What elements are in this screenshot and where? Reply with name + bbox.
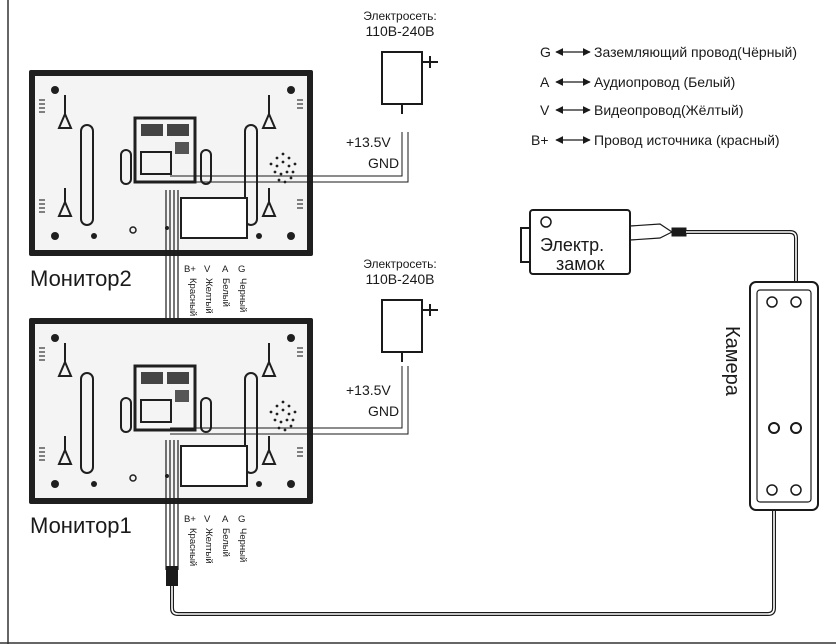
- monitor-1-wire-red: Красный: [187, 528, 198, 566]
- legend-desc-g: Заземляющий провод(Чёрный): [594, 44, 797, 60]
- power-adapter-top: [381, 51, 439, 115]
- power-wires-top: [170, 132, 409, 183]
- monitor-2-pin-v: V: [204, 264, 211, 275]
- monitor-1-pin-v: V: [204, 514, 211, 525]
- monitor-2-pin-labels: B+ V A G: [184, 264, 245, 275]
- cable-bundle: [165, 190, 179, 570]
- monitor-2-pin-bplus: B+: [184, 264, 196, 275]
- monitor-2-wire-red: Красный: [187, 278, 198, 316]
- legend-desc-bplus: Провод источника (красный): [594, 132, 780, 148]
- monitor-2-wire-black: Черный: [237, 278, 248, 312]
- lock-cable: [629, 223, 798, 428]
- monitor-1-wire-white: Белый: [220, 528, 231, 557]
- adapter-bottom-voltage: 110В-240В: [365, 271, 434, 287]
- legend: G Заземляющий провод(Чёрный) A Аудиопров…: [531, 44, 797, 148]
- monitor-1-back-panel: [27, 316, 315, 506]
- monitor-1-pin-a: A: [222, 514, 229, 525]
- electric-lock: Электр. замок: [520, 209, 631, 275]
- power-wires-bottom: [170, 366, 409, 435]
- monitor-2-wire-white: Белый: [220, 278, 231, 307]
- power-top-plus: +13.5V: [346, 134, 391, 150]
- monitor-2-wire-yellow: Желтый: [203, 278, 214, 314]
- monitor-1-pin-g: G: [238, 514, 245, 525]
- lock-label-line1: Электр.: [540, 235, 604, 255]
- adapter-top-title: Электросеть:: [363, 9, 437, 23]
- adapter-top-voltage: 110В-240В: [365, 23, 434, 39]
- monitor-1-wire-colors: Красный Желтый Белый Черный: [187, 528, 248, 566]
- lock-label-line2: замок: [556, 254, 605, 274]
- power-bottom-plus: +13.5V: [346, 382, 391, 398]
- camera-panel: [749, 281, 819, 511]
- monitor-2-back-panel: [27, 68, 315, 258]
- monitor-2-label: Монитор2: [30, 266, 132, 291]
- monitor-1-wire-black: Черный: [237, 528, 248, 562]
- monitor-2-pin-g: G: [238, 264, 245, 275]
- camera-cable-core: [171, 428, 775, 615]
- power-top-gnd: GND: [368, 155, 399, 171]
- monitor-1-pin-labels: B+ V A G: [184, 514, 245, 525]
- power-adapter-bottom: [381, 299, 439, 363]
- power-bottom-gnd: GND: [368, 403, 399, 419]
- legend-code-a: A: [540, 74, 550, 90]
- legend-desc-a: Аудиопровод (Белый): [594, 74, 735, 90]
- legend-code-g: G: [540, 44, 551, 60]
- monitor-2-pin-a: A: [222, 264, 229, 275]
- monitor-1-pin-bplus: B+: [184, 514, 196, 525]
- monitor-2-wire-colors: Красный Желтый Белый Черный: [187, 278, 248, 316]
- legend-code-v: V: [540, 102, 550, 118]
- camera-label: Камера: [721, 326, 743, 397]
- cable-sleeve-bottom: [166, 566, 178, 586]
- adapter-bottom-title: Электросеть:: [363, 257, 437, 271]
- legend-code-bplus: B+: [531, 132, 549, 148]
- legend-desc-v: Видеопровод(Жёлтый): [594, 102, 743, 118]
- monitor-1-wire-yellow: Желтый: [203, 528, 214, 564]
- monitor-1-label: Монитор1: [30, 513, 132, 538]
